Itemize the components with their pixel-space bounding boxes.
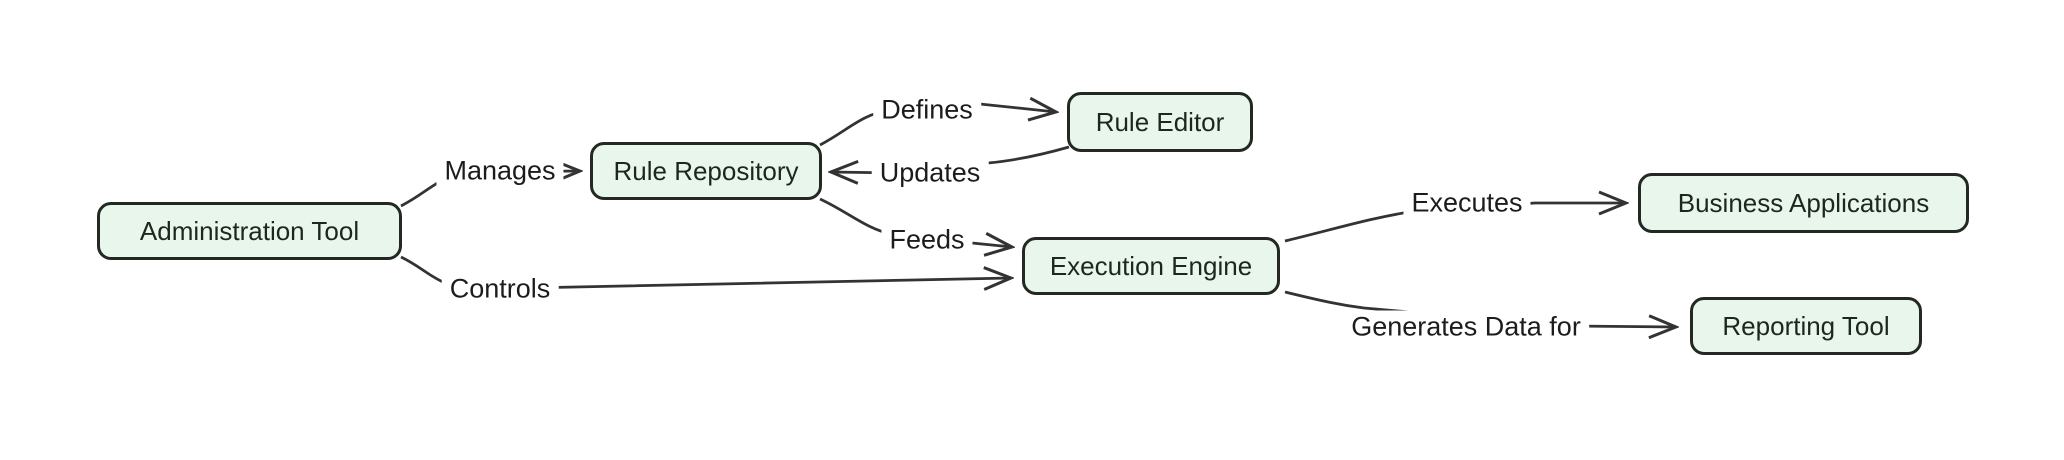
node-rule-repository-label: Rule Repository xyxy=(613,155,799,186)
node-rule-repository: Rule Repository xyxy=(590,142,822,200)
node-reporting-tool: Reporting Tool xyxy=(1690,297,1922,355)
node-rule-editor-label: Rule Editor xyxy=(1095,106,1225,137)
node-execution-engine-label: Execution Engine xyxy=(1049,250,1253,281)
edge-generates-data-for xyxy=(1284,290,1676,327)
node-business-applications-label: Business Applications xyxy=(1677,187,1930,218)
node-reporting-tool-label: Reporting Tool xyxy=(1722,310,1890,341)
edge-label-generates-data-for: Generates Data for xyxy=(1343,310,1589,344)
node-administration-tool-label: Administration Tool xyxy=(139,215,360,246)
node-administration-tool: Administration Tool xyxy=(97,202,402,260)
edge-label-feeds: Feeds xyxy=(881,223,973,257)
edge-label-executes: Executes xyxy=(1403,186,1531,220)
edge-label-defines: Defines xyxy=(873,93,981,127)
node-rule-editor: Rule Editor xyxy=(1067,92,1253,152)
edge-label-controls: Controls xyxy=(441,272,559,306)
edge-label-manages: Manages xyxy=(436,154,564,188)
edge-label-updates: Updates xyxy=(871,156,989,190)
node-business-applications: Business Applications xyxy=(1638,173,1969,233)
node-execution-engine: Execution Engine xyxy=(1022,237,1280,295)
